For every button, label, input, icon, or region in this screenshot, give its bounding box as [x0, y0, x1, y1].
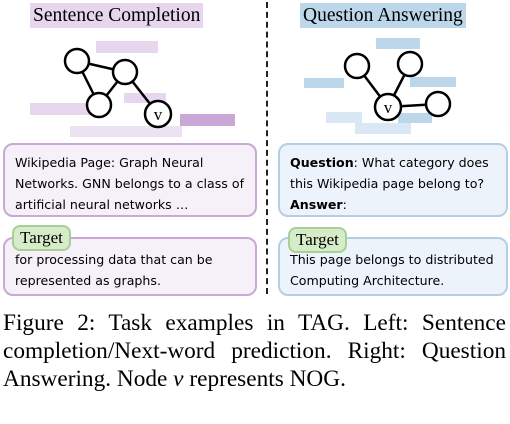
text-bar	[70, 126, 182, 137]
panel-divider	[266, 2, 268, 294]
graph-node	[343, 52, 371, 80]
graph-node	[396, 50, 424, 78]
left-target-text: for processing data that can be represen…	[15, 252, 213, 288]
left-context-text: Wikipedia Page: Graph Neural Networks. G…	[15, 155, 245, 212]
graph-node	[63, 47, 91, 75]
text-bar	[30, 103, 94, 115]
left-panel-title: Sentence Completion	[30, 3, 204, 28]
text-bar	[376, 38, 420, 49]
node-v	[373, 92, 403, 122]
figure-caption: Figure 2: Task examples in TAG. Left: Se…	[3, 309, 506, 393]
text-bar-highlight	[180, 114, 235, 126]
caption-node-var: v	[173, 366, 184, 392]
left-context-box: Wikipedia Page: Graph Neural Networks. G…	[3, 143, 257, 217]
answer-text: :	[342, 197, 347, 212]
right-target-label: Target	[288, 227, 347, 253]
node-v-label: v	[384, 98, 393, 117]
caption-text: Figure 2: Task examples in TAG. Left: Se…	[3, 310, 506, 392]
question-label: Question	[290, 155, 354, 170]
graph-node	[111, 58, 139, 86]
text-bar	[410, 77, 456, 87]
right-panel-title: Question Answering	[300, 3, 466, 28]
right-target-text: This page belongs to distributed Computi…	[290, 252, 494, 288]
answer-label: Answer	[290, 197, 343, 212]
right-context-box: Question: What category does this Wikipe…	[278, 143, 508, 217]
graph-node	[424, 90, 452, 118]
node-v-label: v	[154, 105, 163, 124]
text-bar	[326, 112, 362, 123]
graph-diagrams: v v	[30, 38, 456, 137]
text-bar	[304, 78, 344, 88]
text-bar	[96, 41, 158, 53]
left-target-label: Target	[12, 225, 71, 251]
text-bar	[398, 113, 432, 123]
question-text: : What category does this Wikipedia page…	[290, 155, 489, 191]
caption-text-end: represents NOG.	[183, 366, 346, 392]
text-bar	[355, 123, 411, 134]
graph-node	[85, 91, 113, 119]
node-v	[143, 99, 173, 129]
